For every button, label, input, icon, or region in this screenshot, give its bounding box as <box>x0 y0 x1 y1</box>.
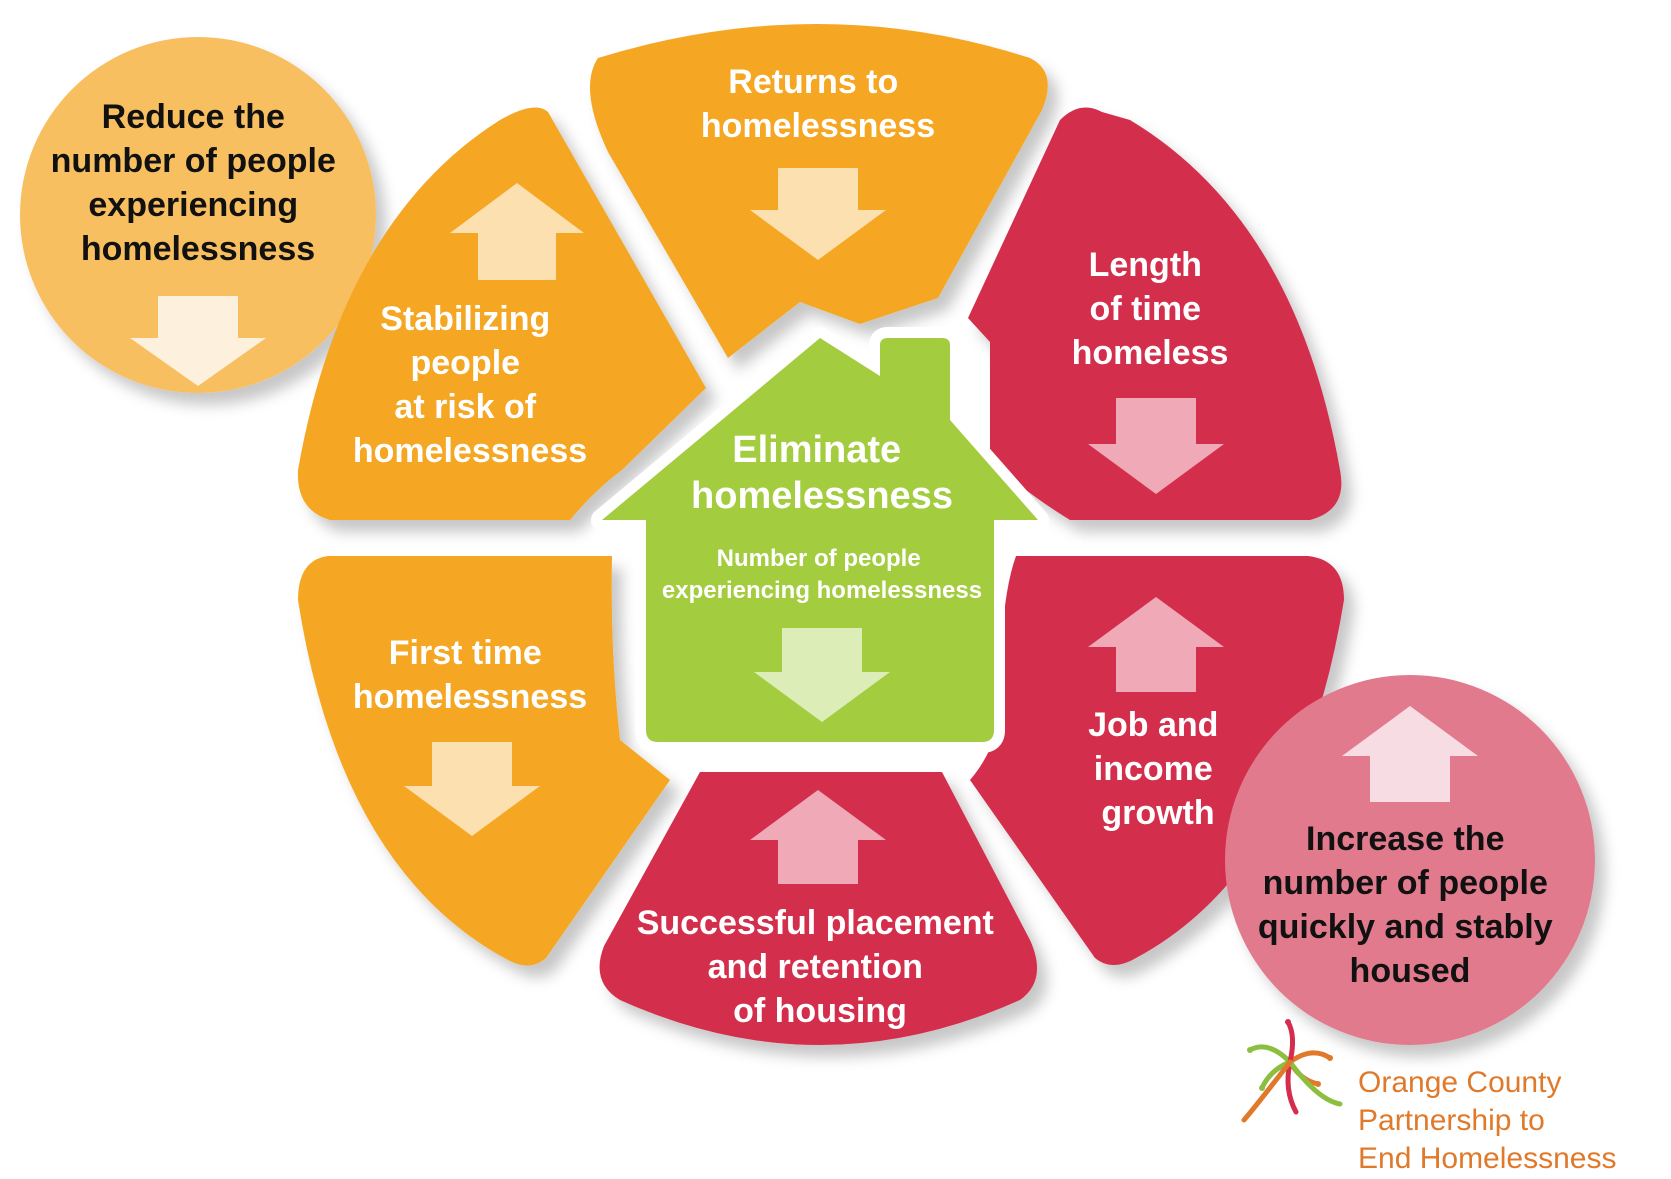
logo: Orange County Partnership to End Homeles… <box>1241 1019 1616 1175</box>
center-subtitle-line: experiencing homelessness <box>662 577 982 604</box>
segment-placement-line: of housing <box>733 992 907 1030</box>
segment-returns: Returns to homelessness <box>590 24 1048 358</box>
segment-first-time: First time homelessness <box>298 556 670 966</box>
svg-text:First time homelessness: First time homelessness <box>353 634 587 716</box>
segment-first-time-line: First time <box>389 634 542 672</box>
svg-text:Returns to homelessness: Returns to homelessness <box>701 63 935 145</box>
down-arrow-icon <box>750 168 886 260</box>
logo-line: End Homelessness <box>1358 1142 1616 1175</box>
svg-text:Reduce the number of peo: Reduce the number of people experiencing… <box>51 98 346 268</box>
center-title-line: Eliminate <box>732 429 901 471</box>
svg-text:Stabilizing people: Stabilizing people at risk of homelessne… <box>353 300 587 470</box>
logo-line: Orange County <box>1358 1066 1561 1099</box>
svg-text:Orange County Partnershi: Orange County Partnership to End Homeles… <box>1358 1066 1616 1175</box>
up-arrow-icon <box>1088 597 1224 692</box>
up-arrow-icon <box>450 183 584 280</box>
logo-line: Partnership to <box>1358 1104 1545 1137</box>
down-arrow-icon <box>754 628 890 722</box>
segment-returns-line: homelessness <box>701 107 935 145</box>
up-arrow-icon <box>750 790 886 884</box>
svg-text:Successful placement and: Successful placement and retention of ho… <box>637 904 1004 1030</box>
increase-line: number of people <box>1263 864 1548 902</box>
svg-text:Number of people experie: Number of people experiencing homelessne… <box>662 545 982 604</box>
segment-length-line: Length <box>1089 246 1202 284</box>
center-subtitle-line: Number of people <box>717 545 921 572</box>
increase-circle: Increase the number of people quickly an… <box>1225 675 1595 1045</box>
increase-line: quickly and stably <box>1258 908 1553 946</box>
svg-text:Length of time hom: Length of time homeless <box>1072 246 1229 372</box>
center-house: Eliminate homelessness Number of people … <box>591 327 1049 753</box>
segment-job-income-line: Job and <box>1088 706 1218 744</box>
segment-job-income-line: income <box>1094 750 1213 788</box>
segment-stabilizing-line: Stabilizing <box>380 300 550 338</box>
segment-length: Length of time homeless <box>968 107 1342 520</box>
segment-job-income-line: growth <box>1101 794 1214 832</box>
segment-length-line: homeless <box>1072 334 1229 372</box>
reduce-line: homelessness <box>81 230 315 268</box>
down-arrow-icon <box>130 296 266 386</box>
increase-line: housed <box>1350 952 1471 990</box>
segment-length-line: of time <box>1090 290 1201 328</box>
segment-returns-line: Returns to <box>728 63 898 101</box>
svg-text:Job and income gro: Job and income growth <box>1088 706 1228 832</box>
logo-emblem <box>1241 1019 1343 1123</box>
center-title-line: homelessness <box>691 475 953 517</box>
increase-line: Increase the <box>1306 820 1504 858</box>
segment-first-time-line: homelessness <box>353 678 587 716</box>
segment-job-income: Job and income growth <box>970 556 1344 965</box>
segment-placement: Successful placement and retention of ho… <box>599 772 1038 1045</box>
reduce-line: number of people <box>51 142 336 180</box>
segment-placement-line: and retention <box>708 948 923 986</box>
up-arrow-icon <box>1342 706 1478 802</box>
reduce-line: experiencing <box>88 186 298 224</box>
down-arrow-icon <box>1088 398 1224 494</box>
svg-text:Increase the number of p: Increase the number of people quickly an… <box>1258 820 1562 990</box>
segment-stabilizing-line: people <box>410 344 520 382</box>
reduce-circle: Reduce the number of people experiencing… <box>20 37 376 393</box>
reduce-line: Reduce the <box>102 98 285 136</box>
segment-stabilizing-line: at risk of <box>394 388 536 426</box>
segment-stabilizing-line: homelessness <box>353 432 587 470</box>
svg-text:Eliminate homelessness: Eliminate homelessness <box>691 429 953 517</box>
segment-placement-line: Successful placement <box>637 904 994 942</box>
down-arrow-icon <box>404 742 540 836</box>
segment-stabilizing: Stabilizing people at risk of homelessne… <box>297 107 706 520</box>
